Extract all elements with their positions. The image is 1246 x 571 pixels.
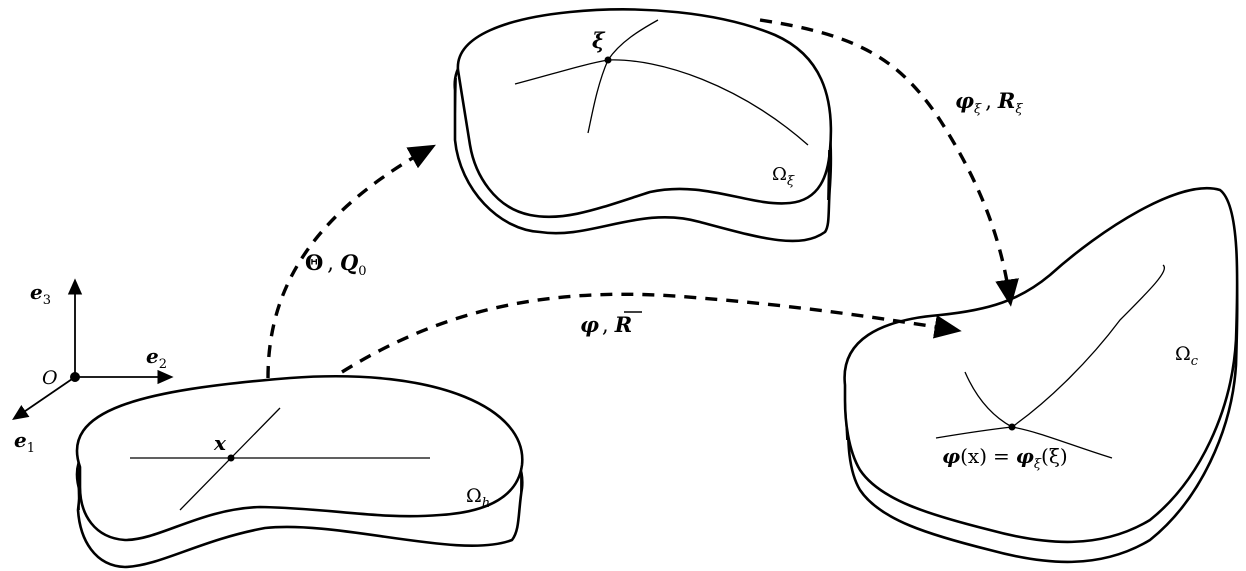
x-label: x xyxy=(213,431,227,455)
omega-h-label: Ωh xyxy=(466,485,490,511)
e1-label: e1 xyxy=(14,428,35,456)
body-omega-h xyxy=(75,374,524,569)
phi-rbar-label: φ,R xyxy=(580,312,632,337)
omega-xi-left-edge xyxy=(454,77,457,119)
arrow-phi-rbar xyxy=(341,292,962,374)
omega-c-top-surface xyxy=(843,187,1239,544)
omega-c-left-edge xyxy=(844,399,848,441)
e3-label: e3 xyxy=(30,280,51,308)
arrow-theta-q0 xyxy=(266,144,436,379)
coordinate-system xyxy=(12,278,174,421)
point-xi xyxy=(604,56,612,64)
omega-h-left-edge xyxy=(77,467,80,511)
e2-label: e2 xyxy=(146,344,167,372)
omega-xi-horizontal-curve xyxy=(514,59,809,146)
theta-q0-label: Θ,Q0 xyxy=(305,250,367,279)
body-omega-xi xyxy=(453,8,833,243)
body-omega-c xyxy=(843,187,1239,564)
e1-axis xyxy=(12,376,76,421)
omega-xi-top-surface xyxy=(456,8,833,219)
origin-label: O xyxy=(42,367,58,389)
omega-c-vertical-curve xyxy=(964,264,1166,428)
point-image xyxy=(1008,423,1016,431)
xi-label: ξ xyxy=(592,28,606,53)
point-x xyxy=(227,454,235,462)
omega-xi-right-edge xyxy=(827,149,830,201)
origin-point xyxy=(70,372,80,382)
phi-xi-r-xi-label: φξ,Rξ xyxy=(955,88,1023,117)
omega-xi-label: Ωξ xyxy=(772,164,795,189)
image-equation-label: φ(x)=φξ(ξ) xyxy=(942,444,1068,472)
arrow-phi-xi-r-xi xyxy=(759,18,1019,307)
omega-c-label: Ωc xyxy=(1175,343,1199,369)
